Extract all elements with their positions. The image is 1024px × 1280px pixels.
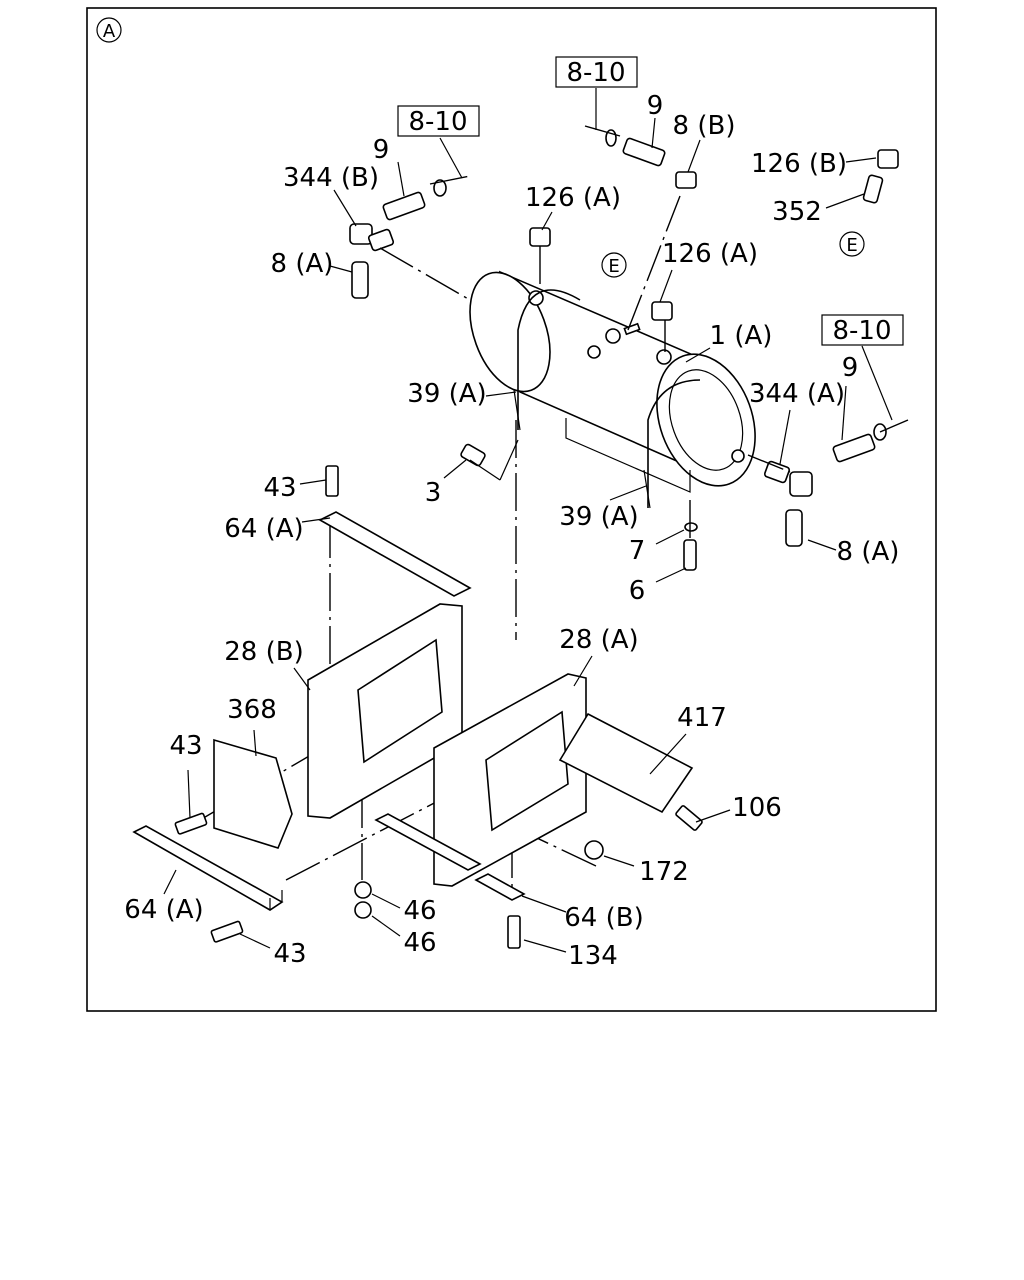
ref-box-frame <box>821 314 904 346</box>
label-43-bottom[interactable]: 43 <box>273 939 306 969</box>
label-126-a-mid[interactable]: 126 (A) <box>662 239 758 269</box>
plate-417 <box>558 712 694 814</box>
label-344-a[interactable]: 344 (A) <box>749 379 845 409</box>
label-368[interactable]: 368 <box>227 695 277 725</box>
label-9-left[interactable]: 9 <box>373 135 390 165</box>
label-64-b[interactable]: 64 (B) <box>564 903 643 933</box>
nut-172 <box>584 840 604 860</box>
label-9-top[interactable]: 9 <box>647 91 664 121</box>
bracket-top <box>318 511 472 597</box>
fittings-left <box>349 179 447 299</box>
bolt-43-left <box>174 812 208 835</box>
label-8-b[interactable]: 8 (B) <box>673 111 736 141</box>
nut-46-b <box>354 901 372 919</box>
label-28-a[interactable]: 28 (A) <box>559 625 638 655</box>
fittings-right <box>460 423 887 571</box>
label-64-a-top[interactable]: 64 (A) <box>224 514 303 544</box>
plate-368 <box>213 738 293 849</box>
label-43-left[interactable]: 43 <box>169 731 202 761</box>
diagram-frame <box>86 7 937 1012</box>
ref-box-frame <box>397 105 480 137</box>
bolt-43-bottom <box>210 920 244 943</box>
view-marker: A <box>103 21 116 42</box>
bolt-43-top <box>325 465 339 497</box>
connection-marker-circle <box>601 252 627 278</box>
air-tank <box>469 270 756 487</box>
leader-lines <box>163 117 877 953</box>
nut-46-a <box>354 881 372 899</box>
label-28-b[interactable]: 28 (B) <box>224 637 303 667</box>
label-1-a[interactable]: 1 (A) <box>710 321 773 351</box>
mounting-frame-a <box>433 673 587 887</box>
label-126-a-top[interactable]: 126 (A) <box>525 183 621 213</box>
label-9-right[interactable]: 9 <box>842 353 859 383</box>
label-172[interactable]: 172 <box>639 857 689 887</box>
label-64-a-bottom[interactable]: 64 (A) <box>124 895 203 925</box>
label-352[interactable]: 352 <box>772 197 822 227</box>
view-marker-circle <box>96 17 122 43</box>
label-7[interactable]: 7 <box>629 536 646 566</box>
label-8-a-left[interactable]: 8 (A) <box>271 249 334 279</box>
label-39-a-top[interactable]: 39 (A) <box>407 379 486 409</box>
connection-marker-1: E <box>608 256 619 277</box>
label-6[interactable]: 6 <box>629 576 646 606</box>
label-106[interactable]: 106 <box>732 793 782 823</box>
label-417[interactable]: 417 <box>677 703 727 733</box>
connection-marker-circle <box>839 231 865 257</box>
bolt-106 <box>675 805 703 831</box>
label-39-a-bottom[interactable]: 39 (A) <box>559 502 638 532</box>
ref-box-1[interactable]: 8-10 <box>566 58 625 88</box>
label-344-b[interactable]: 344 (B) <box>283 163 379 193</box>
u-bolt-rear <box>647 379 701 508</box>
ref-box-2[interactable]: 8-10 <box>408 107 467 137</box>
ref-box-frame <box>555 56 638 88</box>
connection-marker-2: E <box>846 235 857 256</box>
u-bolt-front <box>517 289 581 430</box>
label-3[interactable]: 3 <box>425 478 442 508</box>
bolt-134 <box>507 915 521 949</box>
label-46-a[interactable]: 46 <box>403 896 436 926</box>
ref-box-3[interactable]: 8-10 <box>832 316 891 346</box>
label-134[interactable]: 134 <box>568 941 618 971</box>
fittings-top <box>529 129 899 321</box>
label-8-a-right[interactable]: 8 (A) <box>837 537 900 567</box>
label-43-top[interactable]: 43 <box>263 473 296 503</box>
label-46-b[interactable]: 46 <box>403 928 436 958</box>
label-126-b[interactable]: 126 (B) <box>751 149 847 179</box>
